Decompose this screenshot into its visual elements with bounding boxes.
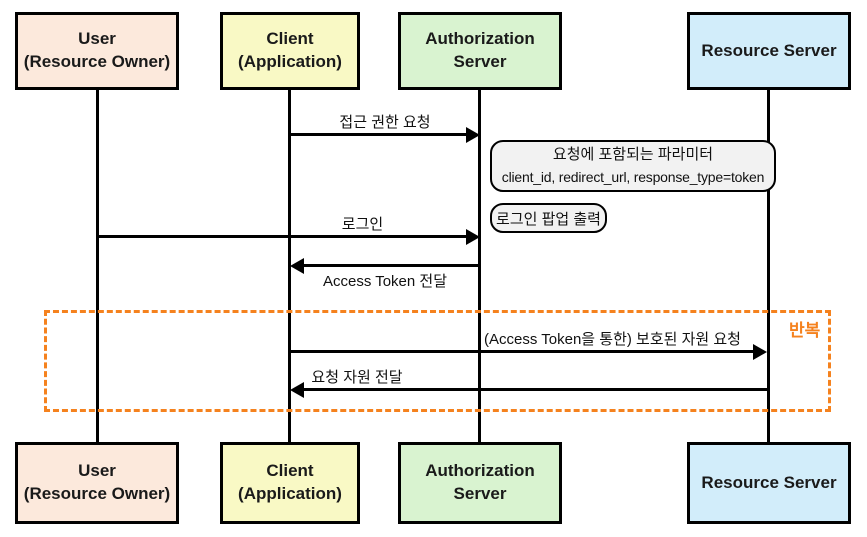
note-request-parameters: 요청에 포함되는 파라미터 client_id, redirect_url, r…	[490, 140, 776, 192]
actor-user-bottom: User (Resource Owner)	[15, 442, 179, 524]
lifeline-client	[288, 90, 291, 442]
actor-client-top: Client (Application)	[220, 12, 360, 90]
actor-client-bottom: Client (Application)	[220, 442, 360, 524]
actor-resource-server-bottom: Resource Server	[687, 442, 851, 524]
arrow-login	[97, 228, 480, 245]
actor-authorization-server-bottom: Authorization Server	[398, 442, 562, 524]
actor-resource-server-top: Resource Server	[687, 12, 851, 90]
label-access-permission-request: 접근 권한 요청	[339, 114, 431, 131]
actor-authorization-server-top: Authorization Server	[398, 12, 562, 90]
arrow-requested-resource-delivery	[290, 381, 767, 398]
note-request-parameters-body: client_id, redirect_url, response_type=t…	[501, 168, 765, 185]
note-login-popup-text: 로그인 팝업 출력	[496, 210, 601, 228]
note-request-parameters-title: 요청에 포함되는 파라미터	[552, 146, 714, 164]
lifeline-user	[96, 90, 99, 442]
note-login-popup: 로그인 팝업 출력	[490, 203, 607, 233]
lifeline-resource-server	[767, 90, 770, 442]
label-requested-resource-delivery: 요청 자원 전달	[311, 369, 403, 386]
arrow-protected-resource-request	[290, 343, 767, 360]
label-access-token-delivery: Access Token 전달	[322, 273, 448, 290]
lifeline-authorization-server	[478, 90, 481, 442]
arrow-access-permission-request	[290, 126, 480, 143]
loop-repeat-region	[44, 310, 831, 412]
arrow-access-token-delivery	[290, 257, 478, 274]
label-protected-resource-request: (Access Token을 통한) 보호된 자원 요청	[484, 331, 741, 348]
loop-repeat-label: 반복	[789, 321, 821, 340]
label-login: 로그인	[341, 216, 384, 233]
actor-user-top: User (Resource Owner)	[15, 12, 179, 90]
